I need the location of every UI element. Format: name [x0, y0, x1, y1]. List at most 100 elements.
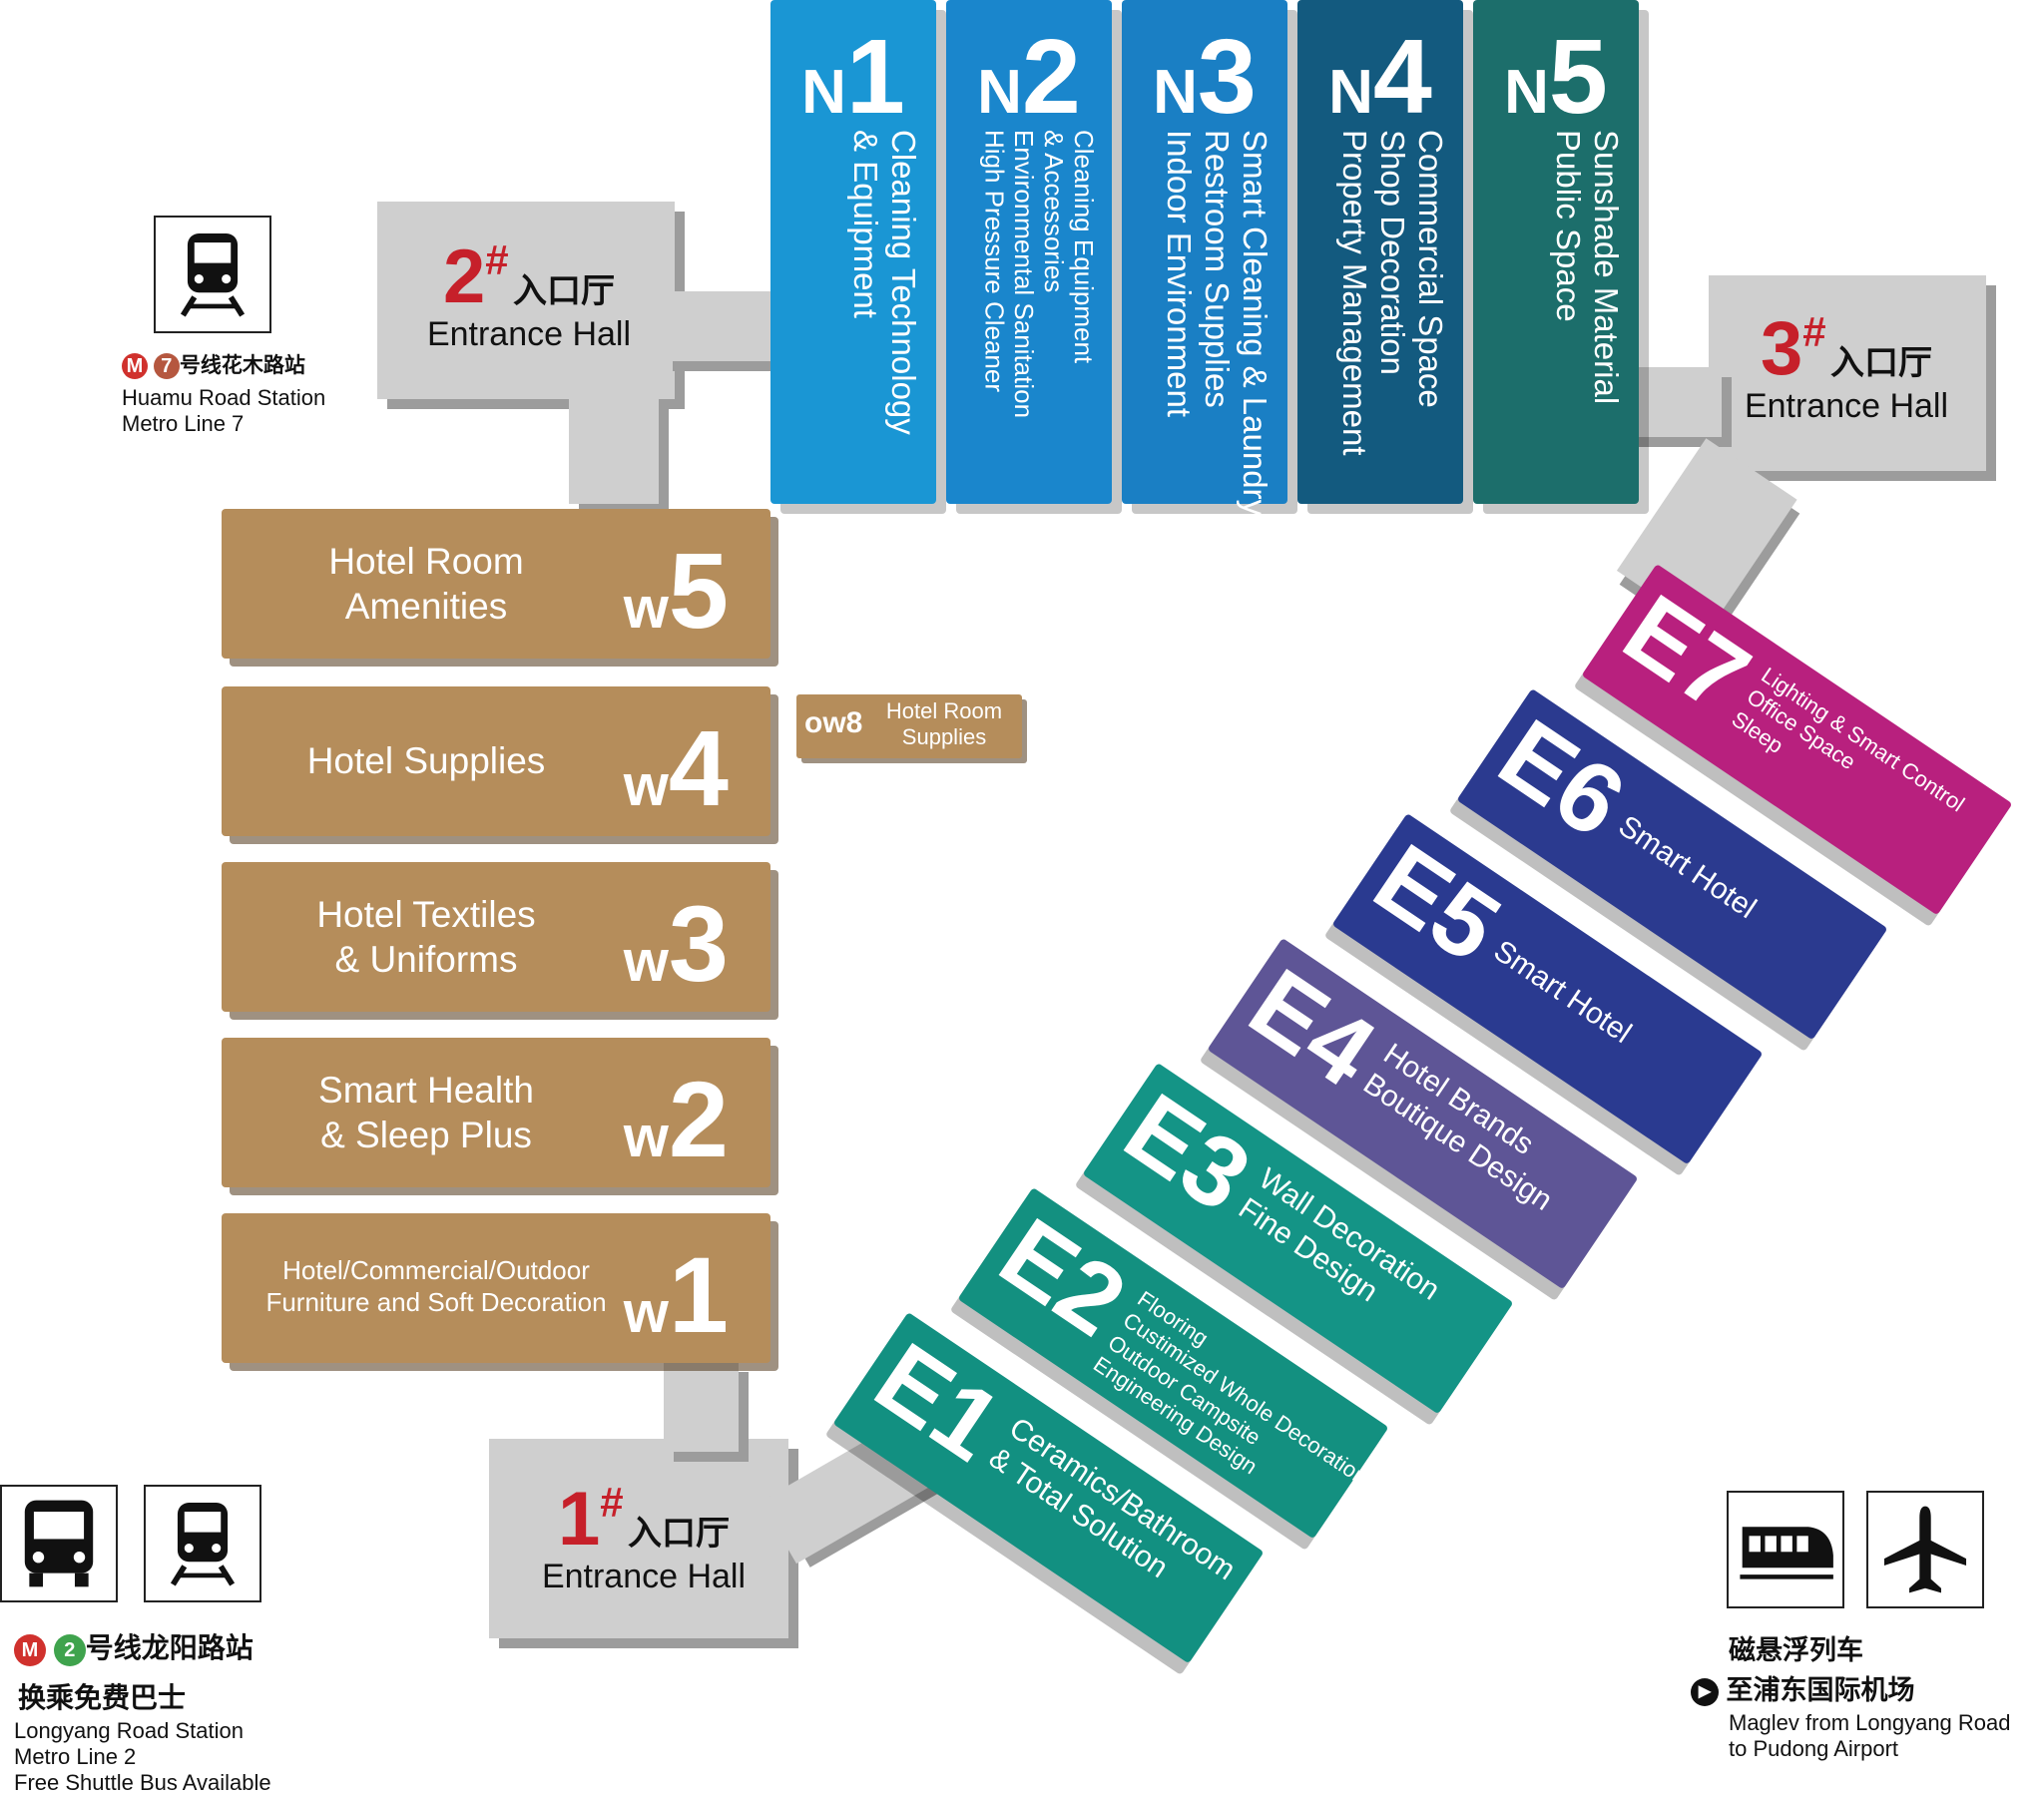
hall-w4-label-line: Hotel Supplies [306, 740, 546, 781]
entrance-hall-2-number: 2# [442, 234, 509, 319]
hall-n5-label-line: Sunshade Material [1588, 130, 1625, 405]
hall-e5-label: Smart Hotel [1487, 933, 1638, 1051]
entrance-hall-1-number: 1# [557, 1477, 624, 1562]
hall-w2-label-line: Smart Health [318, 1070, 534, 1111]
entrance-hall-1-block [489, 1439, 788, 1638]
bus-icon [0, 1485, 118, 1602]
entrance-hall-2-connector [663, 291, 772, 361]
entrance-hall-3-en: Entrance Hall [1744, 387, 1949, 425]
hall-n2-label-line: Cleaning Equipment [1069, 130, 1099, 364]
hall-e7-label-line: Office Space [1742, 683, 1860, 775]
longyang-station-en: Longyang Road Station [14, 1718, 244, 1743]
entrance-hall-2-en: Entrance Hall [426, 315, 632, 353]
hall-n4-label-line: Property Management [1336, 130, 1374, 456]
shanghai-metro-logo-icon: M [122, 353, 148, 380]
hall-e6-label: Smart Hotel [1612, 808, 1763, 926]
hall-ow8[interactable]: ow8 Hotel Room Supplies [796, 694, 1022, 758]
hall-n5-code: N5 [1504, 18, 1608, 136]
airplane-icon [1866, 1491, 1984, 1608]
hall-n2-label-line: & Accessories [1039, 130, 1070, 293]
hall-w3-label-line: Hotel Textiles [316, 894, 536, 935]
longyang-line-badge: 2 [53, 1633, 86, 1666]
hall-w1-label-line: Furniture and Soft Decoration [265, 1286, 607, 1317]
longyang-shuttle-en: Free Shuttle Bus Available [14, 1770, 271, 1795]
huamu-station-en: Huamu Road Station [122, 385, 326, 410]
shanghai-metro-logo-icon: M [14, 1633, 46, 1666]
hall-n4-code: N4 [1328, 18, 1432, 136]
hall-w3-code: w3 [623, 883, 729, 1004]
entrance-hall-3-label[interactable]: 3# 入口厅 Entrance Hall [1717, 311, 1976, 426]
hall-n3-label-line: Indoor Environment [1161, 130, 1199, 417]
hall-w1-label-line: Hotel/Commercial/Outdoor [282, 1255, 590, 1285]
hall-n2-label-line: Environmental Sanitation [1009, 130, 1040, 419]
hall-n3-label-line: Restroom Supplies [1199, 130, 1237, 408]
arrow-right-icon: ▶ [1691, 1677, 1719, 1706]
hall-n2-label-line: High Pressure Cleaner [979, 130, 1010, 393]
hall-w5-label-line: Hotel Room [328, 541, 524, 582]
entrance-hall-2-stem [569, 394, 659, 504]
maglev-cn-1: 磁悬浮列车 [1729, 1635, 1863, 1665]
hall-n1-label-line: & Equipment [847, 130, 885, 318]
hall-w3-label: Hotel Textiles& Uniforms [222, 892, 631, 982]
maglev-en-2: to Pudong Airport [1729, 1736, 1899, 1761]
hall-n4-label-line: Commercial Space [1412, 130, 1449, 408]
hall-e5-label-line: Smart Hotel [1487, 934, 1638, 1051]
hall-ow8-label-1: Hotel Room [885, 698, 1003, 723]
hall-n1-code: N1 [801, 18, 905, 136]
hall-n5-label-line: Public Space [1550, 130, 1588, 322]
hall-w2-label-line: & Sleep Plus [320, 1115, 532, 1156]
hall-w4-label: Hotel Supplies [222, 738, 631, 783]
hall-w3-label-line: & Uniforms [334, 939, 518, 981]
entrance-hall-1-cn: 入口厅 [628, 1515, 731, 1553]
hall-n3-code: N3 [1153, 18, 1257, 136]
hall-n2-code: N2 [977, 18, 1081, 136]
metro-train-icon [154, 216, 271, 333]
hall-e6-label-line: Smart Hotel [1612, 809, 1763, 926]
hall-w2-code: w2 [623, 1059, 729, 1179]
entrance-hall-1-stem [664, 1362, 739, 1452]
hall-n1-label: Cleaning Technology& Equipment [846, 130, 922, 435]
longyang-shuttle-cn: 换乘免费巴士 [18, 1682, 187, 1713]
hall-w4[interactable]: Hotel Supplies w4 [222, 686, 770, 836]
hall-w4-code: w4 [623, 707, 729, 828]
maglev-train-icon [1727, 1491, 1844, 1608]
hall-ow8-label-2: Supplies [901, 724, 987, 749]
entrance-hall-2-label[interactable]: 2# 入口厅 Entrance Hall [399, 239, 659, 354]
entrance-hall-3-block [1709, 275, 1986, 471]
maglev-cn-2: ▶ 至浦东国际机场 [1691, 1668, 1915, 1707]
entrance-hall-2-block [377, 202, 675, 399]
entrance-hall-3-number: 3# [1760, 306, 1826, 391]
hall-n4-label-line: Shop Decoration [1374, 130, 1412, 375]
maglev-en-1: Maglev from Longyang Road [1729, 1710, 2011, 1735]
entrance-hall-2-cn: 入口厅 [513, 272, 616, 310]
hall-w2-label: Smart Health& Sleep Plus [222, 1068, 631, 1157]
hall-w5-label-line: Amenities [344, 586, 508, 628]
entrance-hall-3-cn: 入口厅 [1830, 344, 1933, 382]
entrance-hall-1-label[interactable]: 1# 入口厅 Entrance Hall [514, 1482, 773, 1596]
metro-train-icon [144, 1485, 261, 1602]
hall-w1-code: w1 [623, 1234, 729, 1355]
hall-n3-label-line: Smart Cleaning & Laundry [1237, 130, 1274, 517]
hall-ow8-code: ow8 [804, 706, 863, 739]
longyang-line-en: Metro Line 2 [14, 1744, 137, 1769]
huamu-line-en: Metro Line 7 [122, 411, 245, 436]
entrance-hall-1-en: Entrance Hall [541, 1558, 747, 1595]
